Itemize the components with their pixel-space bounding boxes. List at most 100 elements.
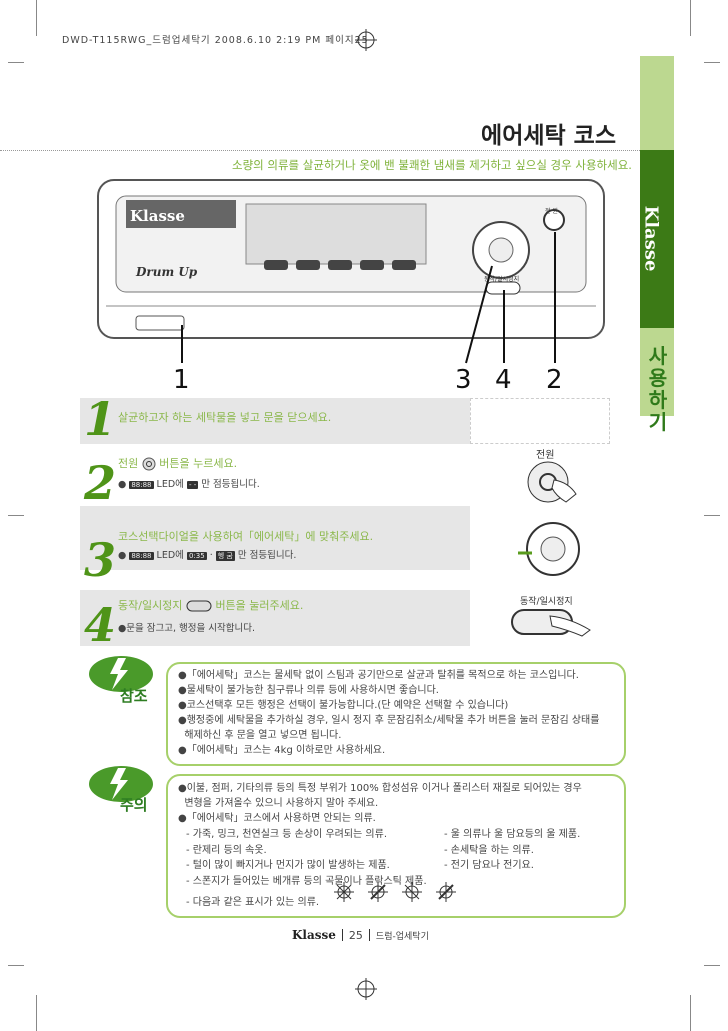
caution-item: - 가죽, 밍크, 천연실크 등 손상이 우려되는 의류. <box>186 829 387 840</box>
step-text: 살균하고자 하는 세탁물을 넣고 문을 닫으세요. <box>118 411 332 424</box>
care-symbol-icon <box>334 882 456 902</box>
callout-number: 1 <box>173 365 190 395</box>
step-text-post: 버튼을 눌러주세요. <box>215 599 304 612</box>
sidebar-menu-char: 사 <box>648 344 668 368</box>
caution-item: - 손세탁을 하는 의류. <box>444 844 534 856</box>
crop-mark <box>36 995 37 1031</box>
step-text-pre: 전원 <box>118 457 139 470</box>
sidebar-brand-text: Klasse <box>640 205 662 272</box>
bullet: ● <box>118 550 127 561</box>
lcd-display: 88:88 <box>129 551 154 560</box>
bullet: ● <box>118 479 127 490</box>
reference-list: ●「에어세탁」코스는 물세탁 없이 스팀과 공기만으로 살균과 탈취를 목적으로… <box>178 668 599 758</box>
lcd-display: 88:88 <box>129 480 154 489</box>
page-footer: Klasse 25 드럼-업세탁기 <box>292 928 429 942</box>
power-press-illustration <box>527 461 577 503</box>
page-number: 25 <box>348 928 363 942</box>
start-pause-press-illustration <box>511 609 591 637</box>
step-text: 전원 버튼을 누르세요. <box>118 455 237 471</box>
panel-power-label: 전 원 <box>545 208 558 215</box>
reference-box <box>166 662 626 766</box>
step-number: 3 <box>84 533 117 587</box>
divider <box>0 150 640 151</box>
panel-brand: Klasse <box>130 207 185 225</box>
caution-line: ●이불, 점퍼, 기타의류 등의 특정 부위가 100% 합성섬유 이거나 폴리… <box>178 783 582 794</box>
start-pause-button-icon <box>186 600 212 612</box>
crop-mark <box>8 62 24 63</box>
power-button-icon <box>142 457 156 471</box>
caution-right-items: - 울 의류나 울 담요등의 울 제품. - 손세탁을 하는 의류. - 전기 … <box>444 827 580 874</box>
caution-label: 주의 <box>120 796 148 814</box>
caution-line: 변형을 가져올수 있으니 사용하지 말아 주세요. <box>178 798 379 809</box>
print-header: DWD-T115RWG_드럼업세탁기 2008.6.10 2:19 PM 페이지… <box>62 35 369 46</box>
footer-divider <box>341 929 343 941</box>
lcd-display: - - <box>186 480 199 489</box>
footer-brand: Klasse <box>292 928 336 942</box>
caution-item: - 다음과 같은 표시가 있는 의류. <box>186 897 320 908</box>
step-number: 4 <box>84 598 117 652</box>
step-band <box>80 398 470 444</box>
crop-mark <box>690 0 691 36</box>
step-sub-post: 만 점등됩니다. <box>201 479 260 490</box>
lcd-display: 헹 굼 <box>215 550 235 561</box>
crop-mark <box>8 965 24 966</box>
caution-left-items: - 가죽, 밍크, 천연실크 등 손상이 우려되는 의류. - 란제리 등의 속… <box>186 827 427 911</box>
footer-text: 드럼-업세탁기 <box>375 931 429 942</box>
reference-line: 해제하신 후 문을 열고 넣으면 됩니다. <box>178 730 342 741</box>
callout-lines <box>181 232 556 364</box>
reference-line: ●코스선택후 모든 행정은 선택이 불가능합니다.(단 예약은 선택할 수 있습… <box>178 700 509 711</box>
reference-line: ●「에어세탁」코스는 물세탁 없이 스팀과 공기만으로 살균과 탈취를 목적으로… <box>178 670 579 681</box>
callout-number: 4 <box>495 365 512 395</box>
step-band <box>80 590 470 646</box>
reference-line: ●물세탁이 불가능한 침구류나 의류 등에 사용하시면 좋습니다. <box>178 685 439 696</box>
step-text: 동작/일시정지 버튼을 눌러주세요. <box>118 597 303 613</box>
sidebar-brand: Klasse <box>640 150 674 328</box>
crop-mark <box>704 62 720 63</box>
crop-mark <box>690 995 691 1031</box>
lcd-display: 0:35 <box>186 551 207 560</box>
caution-list: ●이불, 점퍼, 기타의류 등의 특정 부위가 100% 합성섬유 이거나 폴리… <box>178 781 582 826</box>
sidebar-section-label: 사 용 하 기 <box>643 345 673 433</box>
step-sub-post: 만 점등됩니다. <box>237 550 297 561</box>
step-subtext: ● 88:88 LED에 0:35 · 헹 굼 만 점등됩니다. <box>118 547 296 561</box>
step-sub-mid: LED에 <box>156 550 184 561</box>
caution-item: - 스폰지가 들어있는 베개류 등의 곡물이나 플락스틱 제품. <box>186 875 427 887</box>
crop-mark <box>8 515 24 516</box>
step-text-post: 버튼을 누르세요. <box>159 457 238 470</box>
caution-item: - 전기 담요나 전기요. <box>444 860 534 871</box>
sidebar-menu-char: 용 <box>648 366 668 390</box>
lightning-cloud-icon <box>89 656 153 692</box>
page-title: 에어세탁 코스 <box>481 123 616 149</box>
crop-mark <box>704 515 720 516</box>
callout-number: 2 <box>546 365 563 395</box>
step-sub-mid: LED에 <box>156 479 184 490</box>
step-number: 2 <box>84 456 117 510</box>
reference-label: 참조 <box>120 687 148 705</box>
caution-item: - 란제리 등의 속옷. <box>186 844 267 856</box>
panel-drumup: Drum Up <box>136 265 198 279</box>
side-label: 동작/일시정지 <box>520 597 573 607</box>
sidebar-menu-char: 하 <box>648 388 668 412</box>
step-subtext: ●문을 잠그고, 행정을 시작합니다. <box>118 623 256 634</box>
side-label: 전원 <box>536 450 555 461</box>
care-label-icons <box>334 882 456 902</box>
step-number: 1 <box>84 392 117 446</box>
separator: · <box>209 550 213 561</box>
step-subtext: ● 88:88 LED에 - - 만 점등됩니다. <box>118 476 260 490</box>
caution-box <box>166 774 626 918</box>
step-image-frame <box>470 398 610 444</box>
caution-item: - 울 의류나 울 담요등의 울 제품. <box>444 829 581 840</box>
reference-line: ●「에어세탁」코스는 4kg 이하로만 사용하세요. <box>178 745 386 756</box>
registration-mark-icon <box>355 978 377 1000</box>
caution-item: - 털이 많이 빠지거나 먼지가 많이 발생하는 제품. <box>186 860 390 871</box>
page-subtitle: 소량의 의류를 살균하거나 옷에 밴 불쾌한 냄새를 제거하고 싶으실 경우 사… <box>232 158 632 172</box>
footer-divider <box>368 929 370 941</box>
crop-mark <box>36 0 37 36</box>
callout-number: 3 <box>455 365 472 395</box>
caution-line: ●「에어세탁」코스에서 사용하면 안되는 의류. <box>178 813 376 824</box>
step-text: 코스선택다이얼을 사용하여「에어세탁」에 맞춰주세요. <box>118 530 374 543</box>
reference-line: ●행정중에 세탁물을 추가하실 경우, 일시 정지 후 문잠김취소/세탁물 추가… <box>178 715 600 726</box>
sidebar-menu-char: 기 <box>648 410 668 434</box>
registration-mark-icon <box>355 29 377 51</box>
lightning-cloud-icon <box>89 766 153 802</box>
